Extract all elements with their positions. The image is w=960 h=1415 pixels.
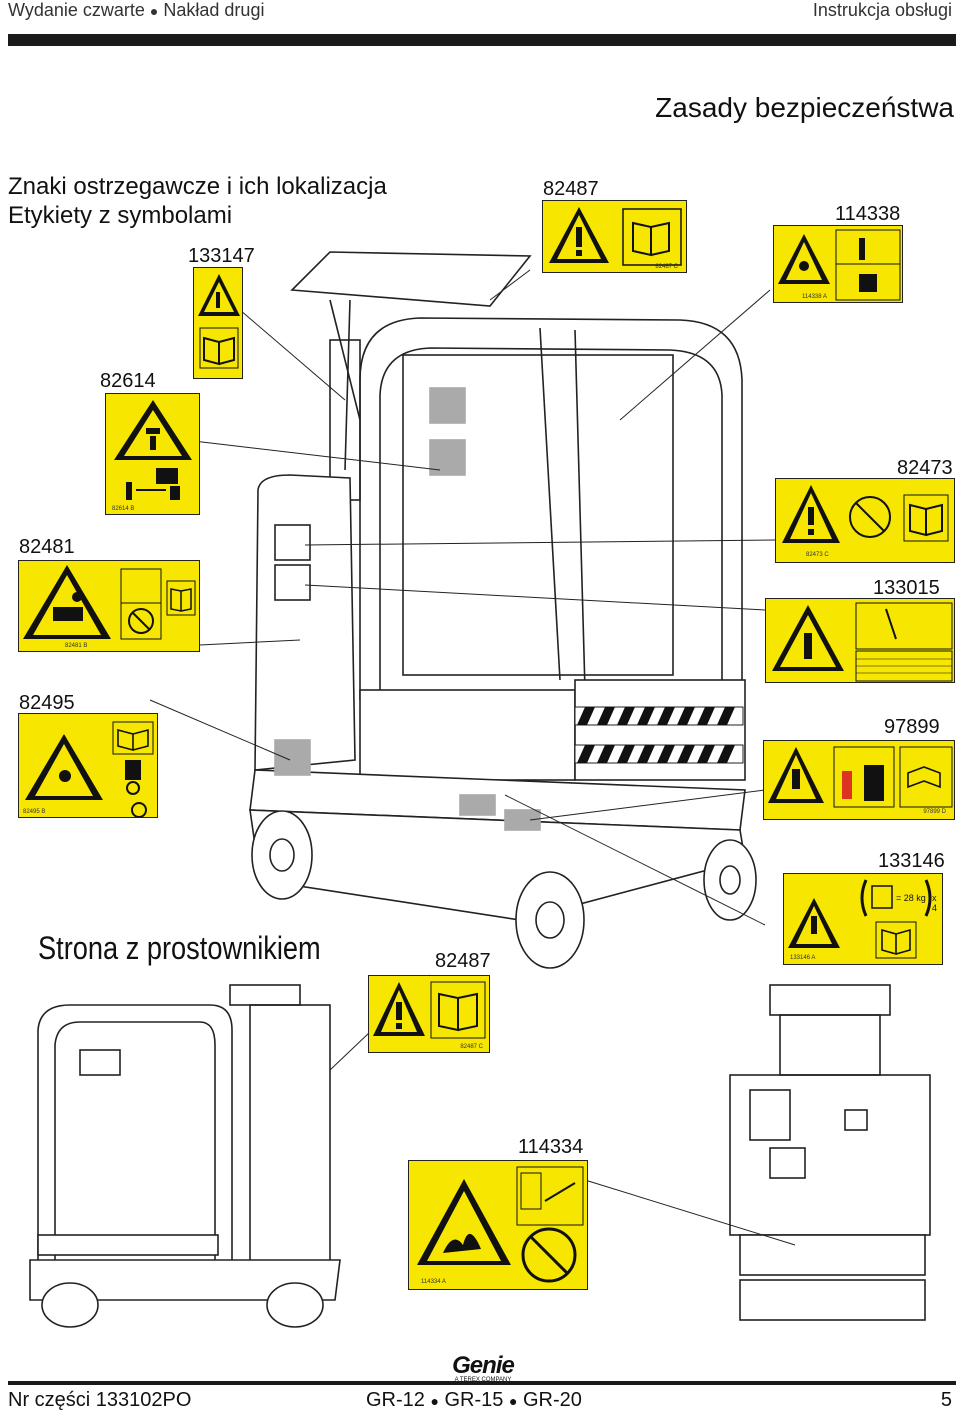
header-rule — [8, 34, 956, 46]
rectifier-side-title: Strona z prostownikiem — [38, 930, 321, 966]
label-82487-top: 82487 — [543, 178, 599, 200]
sticker-133146: = 28 kg x 4 133146 A — [783, 873, 943, 965]
label-114334: 114334 — [518, 1136, 584, 1158]
sticker-114334: 114334 A — [408, 1160, 588, 1290]
sticker-82487-top: 82487 C — [542, 200, 687, 273]
label-97899: 97899 — [884, 716, 940, 738]
header-manual: Instrukcja obsługi — [812, 0, 952, 20]
footer-rule — [8, 1381, 956, 1385]
footer-page-number: 5 — [940, 1389, 952, 1411]
label-133146: 133146 — [878, 850, 945, 872]
hazard-icon — [778, 229, 901, 301]
label-114338: 114338 — [835, 203, 901, 225]
tip-over-icon — [198, 274, 240, 369]
sticker-82487-bottom: 82487 C — [368, 975, 490, 1053]
section-title: Zasady bezpieczeństwa — [655, 92, 954, 123]
crush-hazard-icon — [114, 400, 192, 500]
sticker-82473: 82473 C — [775, 478, 955, 563]
sticker-114338: 114338 A — [773, 225, 903, 303]
label-82487-bottom: 82487 — [435, 950, 491, 972]
header-edition: Wydanie czwarte ● Nakład drugi — [8, 0, 265, 20]
label-82481: 82481 — [19, 536, 75, 558]
footer-models: GR-12 ● GR-15 ● GR-20 — [366, 1389, 582, 1411]
label-82495: 82495 — [19, 692, 75, 714]
battery-acid-icon — [23, 565, 196, 640]
genie-logo: Genie A TEREX COMPANY — [452, 1352, 515, 1383]
electrocution-icon — [772, 602, 953, 682]
sticker-133147 — [193, 267, 243, 379]
warning-triangle-icon — [549, 207, 682, 266]
label-82614: 82614 — [100, 370, 156, 392]
sticker-82614: 82614 B — [105, 393, 200, 515]
sticker-97899: 97899 D — [763, 740, 955, 820]
weight-limit-icon — [788, 879, 932, 959]
label-82473: 82473 — [897, 457, 953, 479]
warning-triangle-icon — [782, 485, 949, 543]
tire-hazard-icon — [25, 721, 154, 817]
sticker-82495: 82495 B — [18, 713, 158, 818]
label-133015: 133015 — [873, 577, 940, 599]
subtitle-warnings: Znaki ostrzegawcze i ich lokalizacja — [8, 173, 387, 200]
label-133147: 133147 — [188, 245, 255, 267]
fire-hazard-icon — [417, 1166, 584, 1283]
warning-triangle-icon — [373, 981, 486, 1039]
sticker-133015 — [765, 598, 955, 683]
sticker-82481: 82481 B — [18, 560, 200, 652]
footer-part-number: Nr części 133102PO — [8, 1389, 192, 1411]
subtitle-symbols: Etykiety z symbolami — [8, 202, 233, 229]
fall-hazard-icon — [768, 746, 953, 808]
